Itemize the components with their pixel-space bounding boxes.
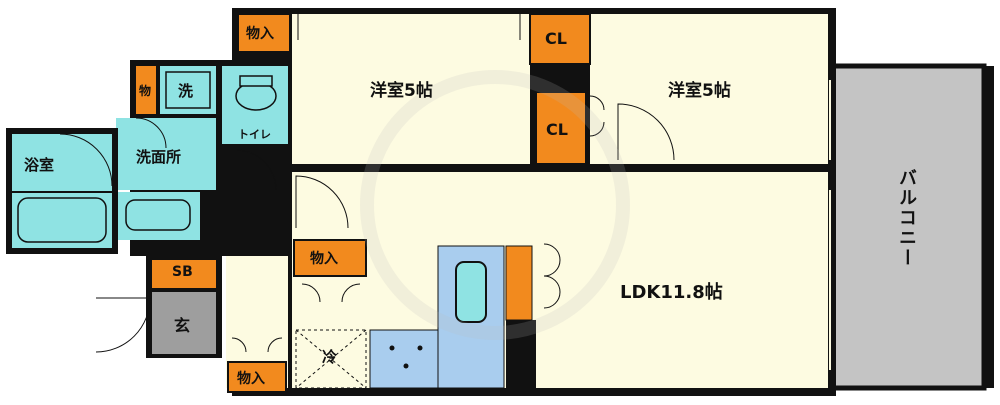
bathtub [17, 197, 107, 243]
entrance-label: 玄 [174, 316, 191, 335]
fridge-label: 冷 [322, 348, 338, 366]
washer-label: 洗 [178, 82, 194, 100]
kitchen-wall-black [506, 320, 536, 388]
storage-mid-box [293, 239, 367, 277]
western-room-1-label: 洋室5帖 [370, 81, 433, 101]
balcony-outer-wall [984, 66, 994, 388]
shoe-box [152, 260, 216, 288]
ldk-label: LDK11.8帖 [620, 282, 723, 303]
closet-1-box [529, 13, 591, 65]
washroom-floor [116, 118, 216, 190]
closet-1-label: CL [545, 29, 567, 48]
shoe-box-label: SB [172, 264, 193, 280]
kitchen-sink [455, 261, 487, 323]
door-swings [59, 14, 675, 353]
western-room-2-floor [590, 14, 828, 164]
storage-top-box [237, 13, 291, 53]
storage-bottom-box [227, 361, 287, 393]
bathroom-label: 浴室 [24, 156, 55, 174]
kitchen-cabinet [505, 245, 533, 321]
closet-2-box [535, 91, 587, 165]
watermark [360, 70, 630, 340]
fridge-space [295, 329, 367, 389]
storage-mid-label: 物入 [310, 251, 338, 267]
storage-top-label: 物入 [246, 26, 274, 42]
washroom-label: 洗面所 [136, 148, 182, 166]
storage-small-label: 物 [139, 84, 152, 98]
balcony-label: バルコニー [896, 168, 917, 268]
toilet-label: トイレ [238, 128, 271, 141]
storage-small-box [136, 66, 156, 114]
entrance-floor [152, 292, 216, 354]
storage-bottom-label: 物入 [237, 371, 265, 387]
western-room-2-label: 洋室5帖 [668, 81, 731, 101]
closet-2-label: CL [546, 120, 568, 139]
western-room-1-floor [292, 14, 530, 164]
kitchen-stove [369, 329, 439, 389]
